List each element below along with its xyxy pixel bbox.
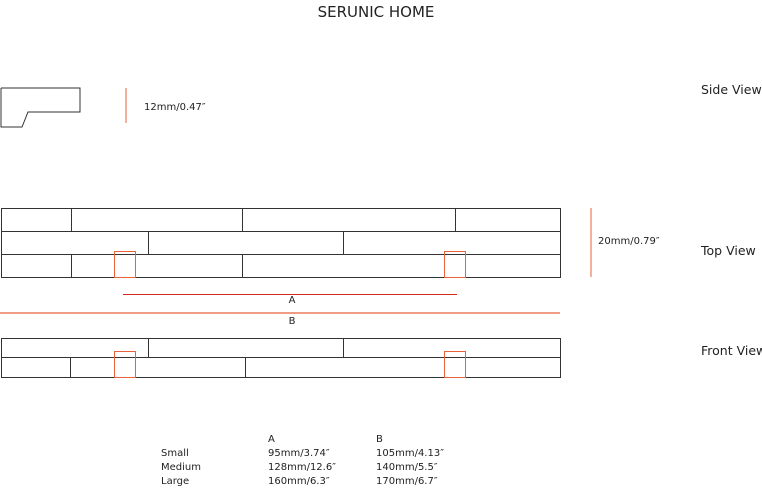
dimension-a-label: A <box>289 295 296 306</box>
top-left-slot <box>114 251 136 278</box>
side-view-drawing: 12mm/0.47″ Side View <box>0 82 762 128</box>
size-b-value: 140mm/5.5″ <box>376 462 438 473</box>
front-right-slot <box>444 351 466 378</box>
side-view-label: Side View <box>701 82 762 97</box>
size-a-value: 95mm/3.74″ <box>268 448 330 459</box>
size-a-value: 160mm/6.3″ <box>268 476 330 487</box>
page-title: SERUNIC HOME <box>318 3 435 21</box>
size-table: A B Small 95mm/3.74″ 105mm/4.13″ Medium … <box>161 434 444 487</box>
size-name: Small <box>161 448 189 459</box>
side-height-label: 12mm/0.47″ <box>144 102 206 113</box>
size-name: Medium <box>161 462 201 473</box>
front-left-slot <box>114 351 136 378</box>
top-right-slot <box>444 251 466 278</box>
table-header-a: A <box>268 434 275 445</box>
dimension-b-label: B <box>289 316 296 327</box>
size-b-value: 170mm/6.7″ <box>376 476 438 487</box>
size-a-value: 128mm/12.6″ <box>268 462 336 473</box>
size-name: Large <box>161 476 189 487</box>
top-view-drawing: 20mm/0.79″ Top View <box>1 208 756 278</box>
top-view-label: Top View <box>700 243 756 258</box>
front-view-label: Front View <box>701 343 762 358</box>
top-height-label: 20mm/0.79″ <box>598 236 660 247</box>
size-b-value: 105mm/4.13″ <box>376 448 444 459</box>
front-view-drawing: Front View <box>1 338 762 378</box>
table-header-b: B <box>376 434 383 445</box>
